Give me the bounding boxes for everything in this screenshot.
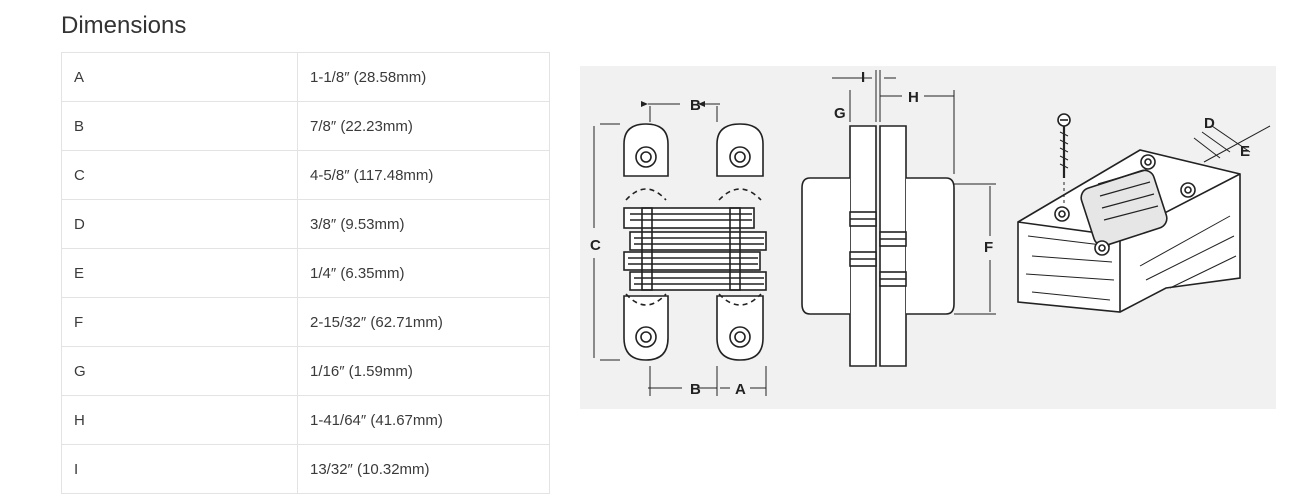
section-title: Dimensions <box>61 12 187 39</box>
dimension-key: I <box>61 444 298 494</box>
dimension-key: G <box>61 346 298 396</box>
label-f: F <box>984 239 993 256</box>
label-g: G <box>834 105 846 122</box>
label-h: H <box>908 89 919 106</box>
installed-isometric-view <box>1017 113 1271 313</box>
label-b-bottom: B <box>690 381 701 398</box>
dimension-value: 1-41/64″ (41.67mm) <box>297 395 550 445</box>
dimension-key: E <box>61 248 298 298</box>
dimension-value: 3/8″ (9.53mm) <box>297 199 550 249</box>
hinge-dimension-diagram: B C B A I G H F D E <box>580 66 1276 409</box>
dimension-key: C <box>61 150 298 200</box>
label-i: I <box>861 69 865 86</box>
dimension-key: B <box>61 101 298 151</box>
dimension-value: 7/8″ (22.23mm) <box>297 101 550 151</box>
dimension-value: 1/16″ (1.59mm) <box>297 346 550 396</box>
dimension-value: 4-5/8″ (117.48mm) <box>297 150 550 200</box>
dimension-key: H <box>61 395 298 445</box>
dimension-value: 1-1/8″ (28.58mm) <box>297 52 550 102</box>
dimension-value: 13/32″ (10.32mm) <box>297 444 550 494</box>
label-a: A <box>735 381 746 398</box>
side-view-hinge <box>801 70 996 367</box>
front-view-hinge <box>593 101 767 396</box>
label-e: E <box>1240 143 1250 160</box>
dimension-value: 2-15/32″ (62.71mm) <box>297 297 550 347</box>
label-d: D <box>1204 115 1215 132</box>
label-c: C <box>590 237 601 254</box>
diagram-svg: B C B A I G H F D E <box>590 69 1271 398</box>
dimension-key: D <box>61 199 298 249</box>
dimension-value: 1/4″ (6.35mm) <box>297 248 550 298</box>
label-b-top: B <box>690 97 701 114</box>
dimension-key: F <box>61 297 298 347</box>
dimension-key: A <box>61 52 298 102</box>
